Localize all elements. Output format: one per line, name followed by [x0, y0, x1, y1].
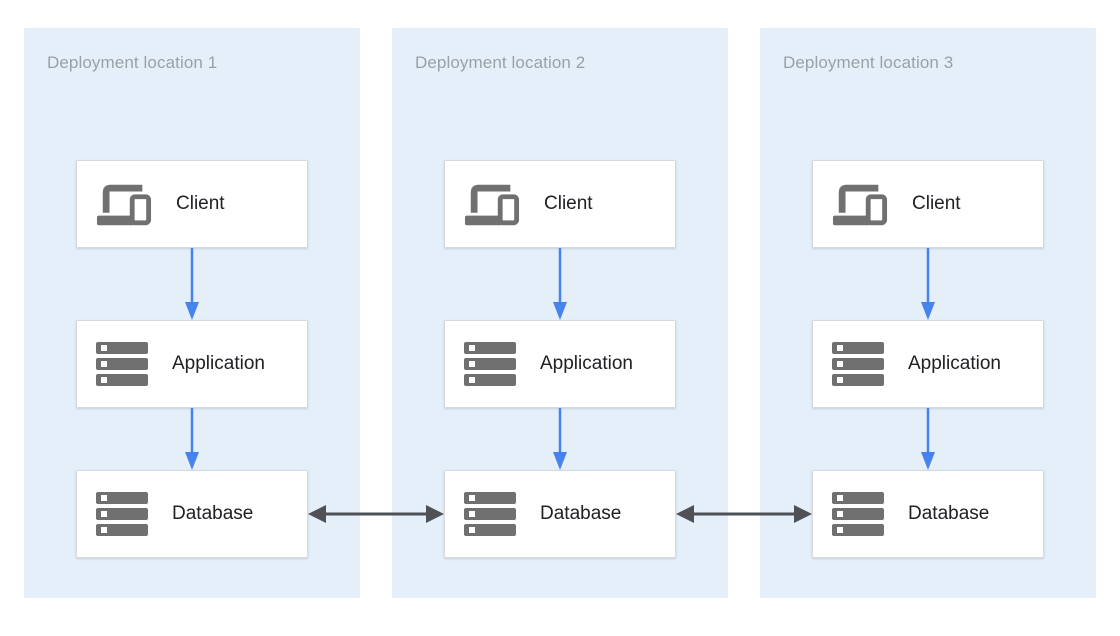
flow-arrow-down-icon	[185, 248, 199, 320]
flow-arrow-down-icon	[185, 408, 199, 470]
server-stack-icon	[464, 342, 516, 386]
client-node: Client	[812, 160, 1044, 248]
database-node: Database	[76, 470, 308, 558]
database-replication-arrow-icon	[676, 505, 812, 523]
deployment-location-3-panel: Deployment location 3 Client Applicat	[760, 28, 1096, 598]
database-node: Database	[812, 470, 1044, 558]
node-label: Client	[912, 193, 961, 214]
deployment-location-2-panel: Deployment location 2 Client Applicat	[392, 28, 728, 598]
server-stack-icon	[832, 342, 884, 386]
flow-arrow-down-icon	[921, 408, 935, 470]
node-label: Application	[172, 353, 265, 374]
node-label: Application	[908, 353, 1001, 374]
node-label: Client	[544, 193, 593, 214]
node-label: Database	[908, 503, 990, 524]
node-label: Application	[540, 353, 633, 374]
database-replication-arrow-icon	[308, 505, 444, 523]
server-stack-icon	[464, 492, 516, 536]
node-label: Client	[176, 193, 225, 214]
panel-title: Deployment location 2	[415, 53, 586, 72]
application-node: Application	[812, 320, 1044, 408]
flow-arrow-down-icon	[553, 248, 567, 320]
flow-arrow-down-icon	[921, 248, 935, 320]
panel-title: Deployment location 3	[783, 53, 954, 72]
client-node: Client	[76, 160, 308, 248]
database-node: Database	[444, 470, 676, 558]
server-stack-icon	[96, 342, 148, 386]
devices-icon	[464, 184, 520, 226]
node-label: Database	[172, 503, 254, 524]
deployment-location-1-panel: Deployment location 1 Client Applicat	[24, 28, 360, 598]
node-label: Database	[540, 503, 622, 524]
server-stack-icon	[832, 492, 884, 536]
devices-icon	[832, 184, 888, 226]
client-node: Client	[444, 160, 676, 248]
server-stack-icon	[96, 492, 148, 536]
devices-icon	[96, 184, 152, 226]
application-node: Application	[444, 320, 676, 408]
application-node: Application	[76, 320, 308, 408]
panel-title: Deployment location 1	[47, 53, 218, 72]
flow-arrow-down-icon	[553, 408, 567, 470]
